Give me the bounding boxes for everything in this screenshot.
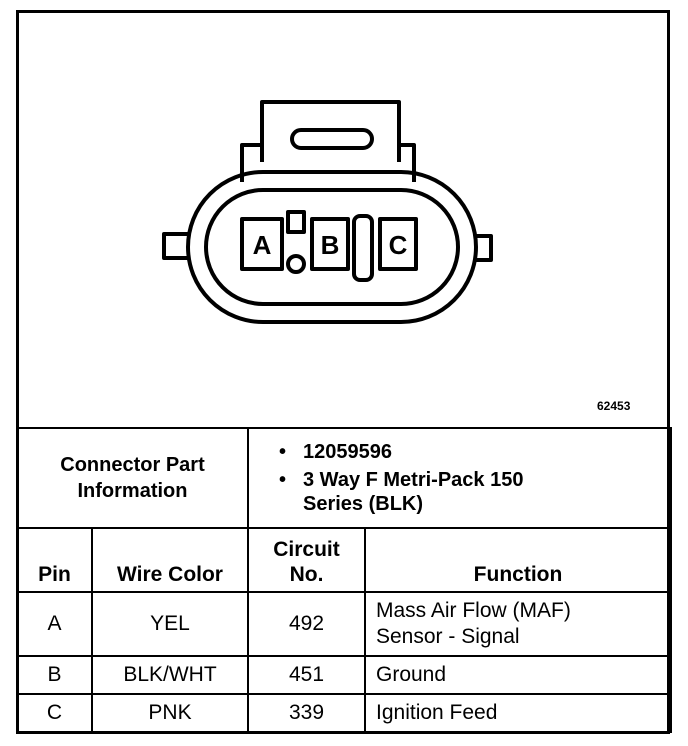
table-row: B BLK/WHT 451 Ground bbox=[16, 655, 672, 695]
connector-outer-body bbox=[186, 170, 478, 324]
right-side-tab bbox=[476, 234, 493, 262]
function-cell: Ignition Feed bbox=[364, 693, 672, 733]
latch-slot bbox=[290, 128, 374, 150]
function-cell: Mass Air Flow (MAF) Sensor - Signal bbox=[364, 591, 672, 657]
wire-color-header: Wire Color bbox=[91, 527, 249, 593]
figure-number: 62453 bbox=[597, 399, 631, 413]
wire-color-cell: PNK bbox=[91, 693, 249, 733]
function-cell: Ground bbox=[364, 655, 672, 695]
circuit-cell: 339 bbox=[247, 693, 366, 733]
part-info-label: Connector Part Information bbox=[16, 427, 249, 529]
part-number: •12059596 bbox=[279, 441, 392, 463]
table-row: C PNK 339 Ignition Feed bbox=[16, 693, 672, 733]
pin-cavity-a bbox=[240, 217, 284, 271]
pin-label-b: B bbox=[321, 230, 340, 260]
circuit-cell: 492 bbox=[247, 591, 366, 657]
function-header: Function bbox=[364, 527, 672, 593]
table-row: A YEL 492 Mass Air Flow (MAF) Sensor - S… bbox=[16, 591, 672, 657]
key-square bbox=[286, 210, 306, 234]
left-side-tab bbox=[162, 232, 188, 260]
part-info-label-text: Connector Part Information bbox=[60, 454, 205, 502]
connector-info-table: Connector Part Information •12059596 •3 … bbox=[16, 427, 672, 733]
pin-cell: A bbox=[16, 591, 93, 657]
circuit-header: Circuit No. bbox=[247, 527, 366, 593]
wire-color-cell: BLK/WHT bbox=[91, 655, 249, 695]
connector-drawing: A B C bbox=[162, 100, 493, 324]
pin-cell: C bbox=[16, 693, 93, 733]
part-description: •3 Way F Metri-Pack 150 Series (BLK) bbox=[279, 469, 524, 515]
pin-cavity-b bbox=[310, 217, 350, 271]
part-info-row: Connector Part Information •12059596 •3 … bbox=[16, 427, 672, 529]
connector-latch bbox=[260, 100, 401, 162]
pin-header: Pin bbox=[16, 527, 93, 593]
header-row: Pin Wire Color Circuit No. Function bbox=[16, 527, 672, 593]
part-info-bullets: •12059596 •3 Way F Metri-Pack 150 Series… bbox=[247, 427, 672, 529]
pin-divider bbox=[352, 214, 374, 282]
wire-color-cell: YEL bbox=[91, 591, 249, 657]
pin-cell: B bbox=[16, 655, 93, 695]
pin-label-a: A bbox=[253, 230, 272, 260]
pin-cavity-c bbox=[378, 217, 418, 271]
key-circle bbox=[286, 254, 306, 274]
pin-label-c: C bbox=[389, 230, 408, 260]
circuit-cell: 451 bbox=[247, 655, 366, 695]
diagram-frame bbox=[16, 10, 670, 734]
connector-inner-body bbox=[204, 188, 460, 306]
